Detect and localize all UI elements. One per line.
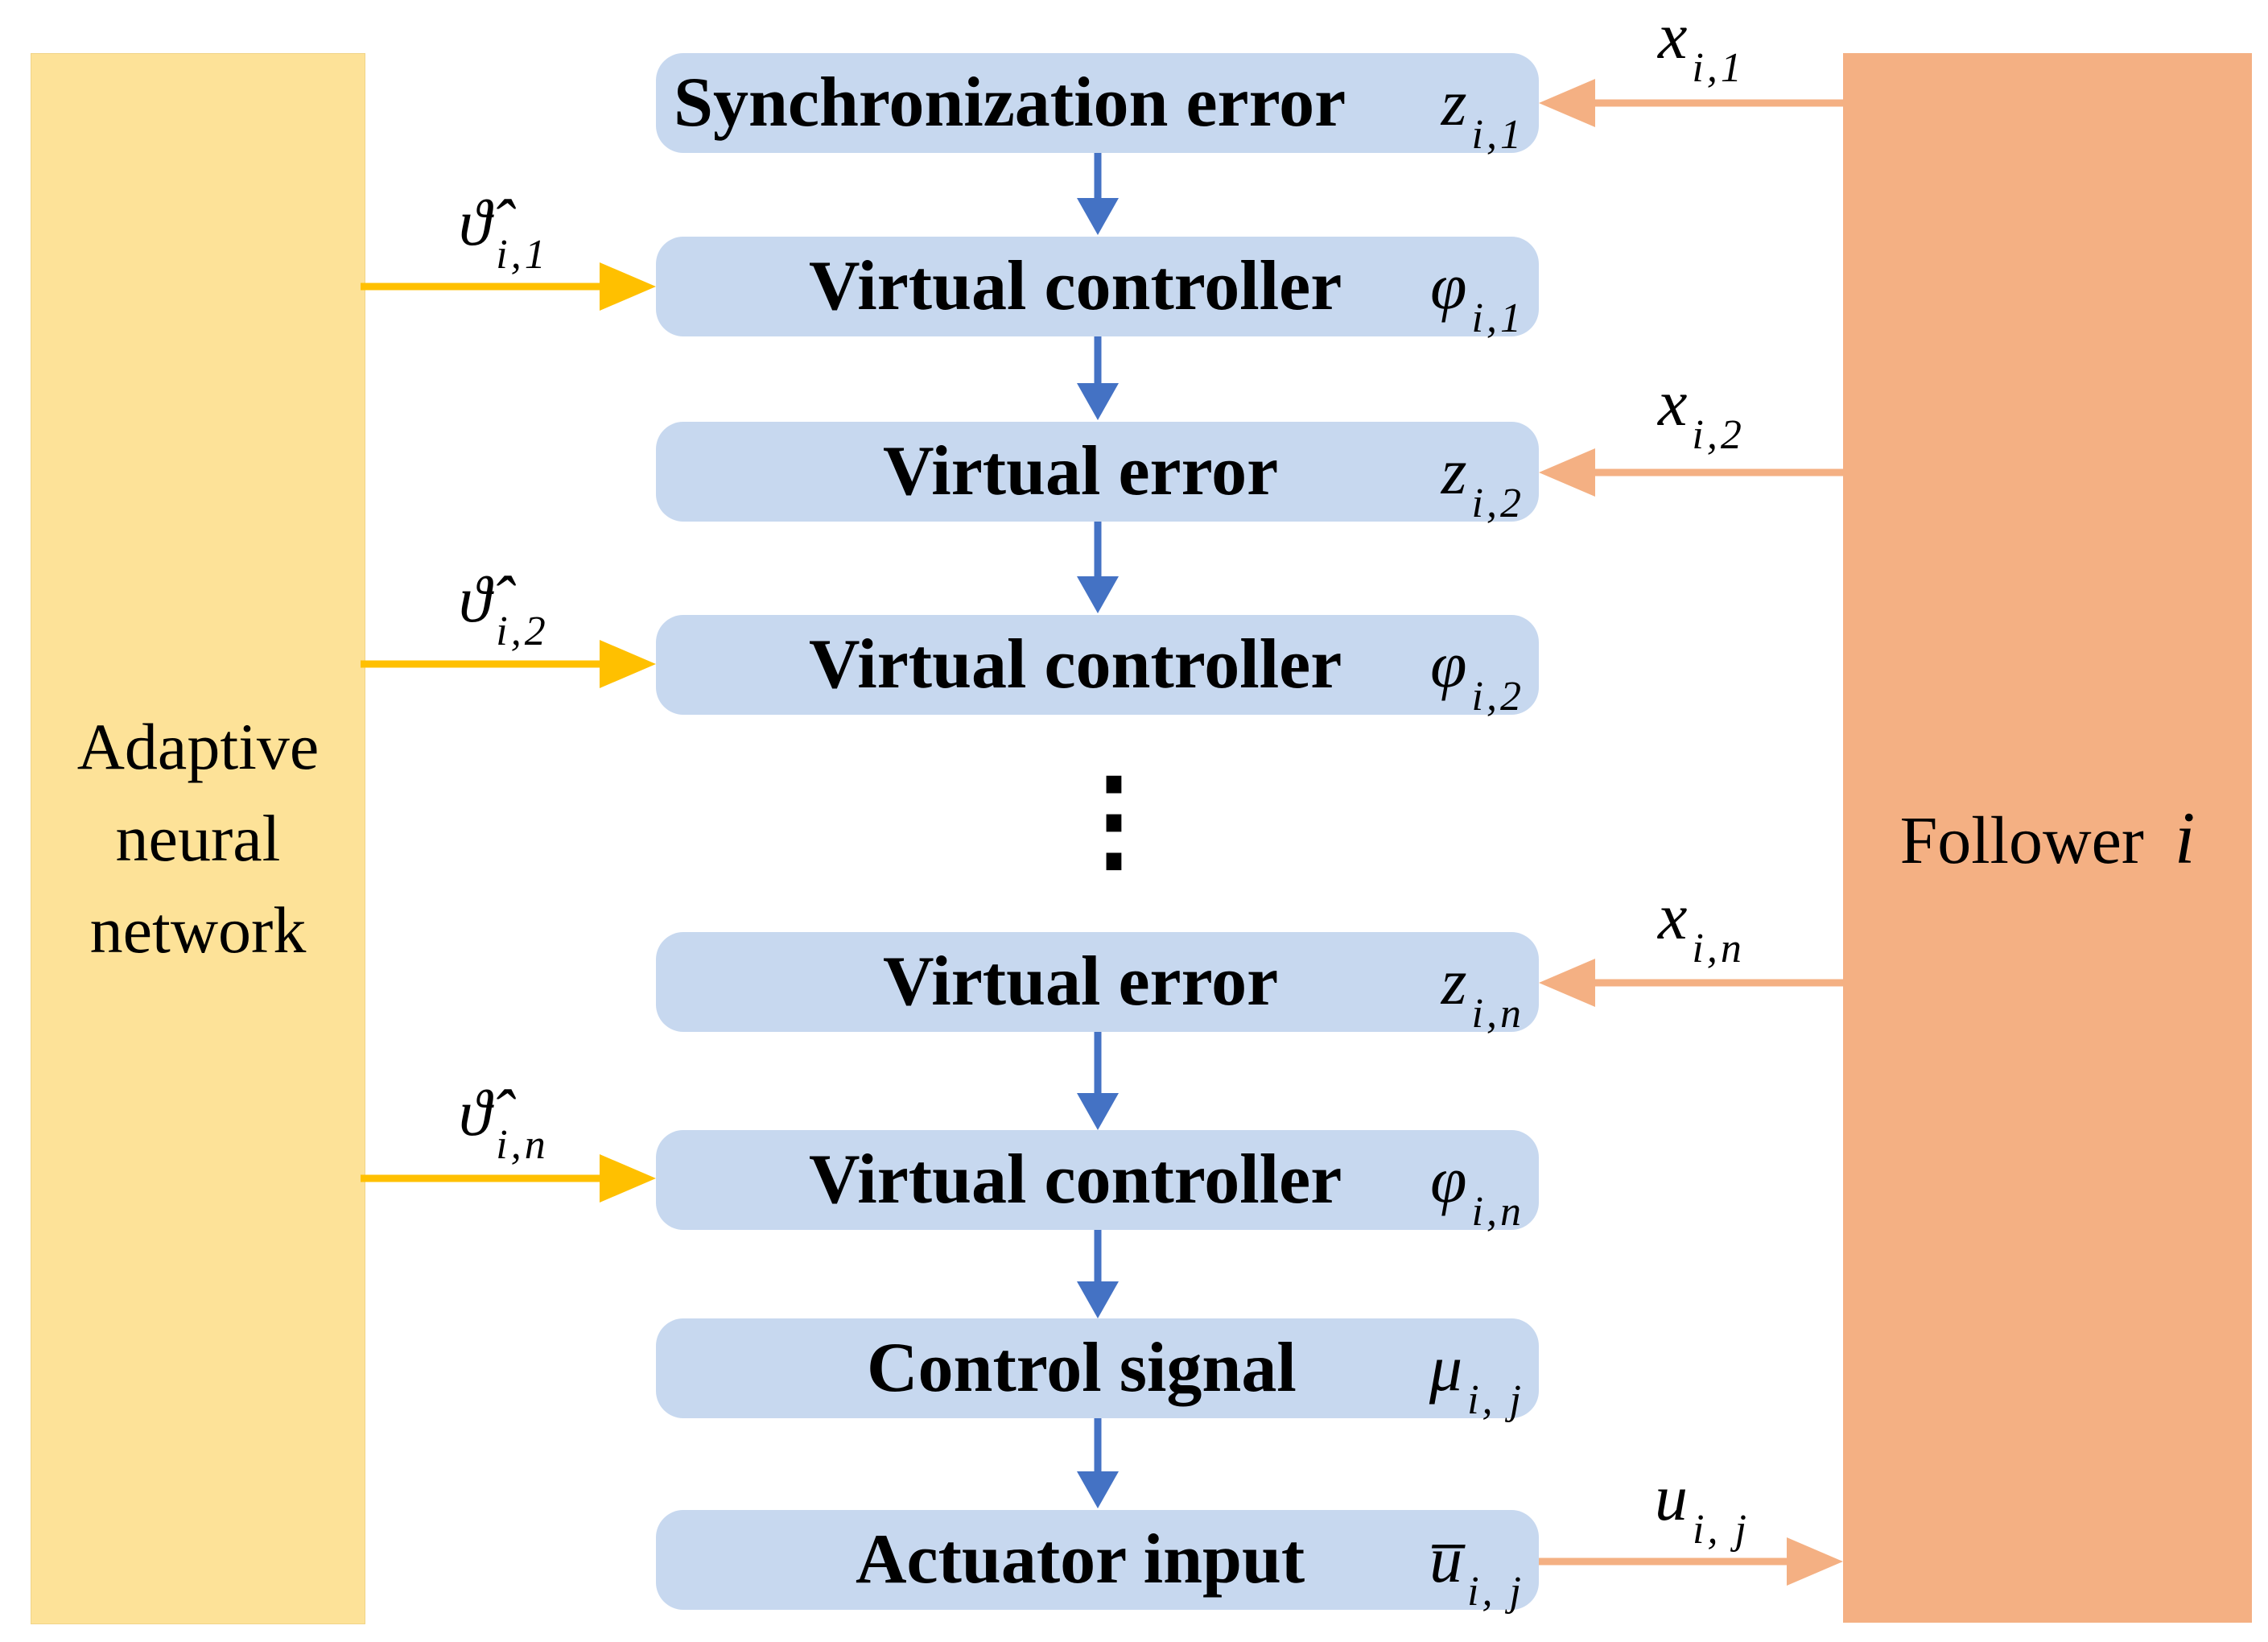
symbol-base: μ [1429,1331,1463,1405]
signal-base: ϑ̂ [459,563,492,636]
signal-subscript: i,n [1692,925,1745,972]
block-label: Synchronization error [674,64,1346,142]
flow-arrow-5 [1077,1230,1119,1318]
signal-base: ϑ̂ [459,1076,492,1149]
signal-subscript: i, j [1693,1506,1750,1553]
block-label: Virtual controller [809,625,1342,703]
symbol-base: z [1441,945,1467,1018]
symbol-base: z [1441,435,1467,508]
signal-subscript: i,n [496,1121,549,1168]
signal-subscript: i,2 [496,608,549,654]
symbol-subscript: i,1 [1471,295,1524,341]
symbol-base: z [1441,66,1467,139]
signal-base: x [1658,0,1688,72]
state-arrow-2 [1539,448,1843,497]
flow-arrow-3 [1077,522,1119,613]
signal-base: x [1658,880,1688,953]
adaptive-neural-network-panel: Adaptive neural network [31,53,365,1624]
nn-arrow-3 [361,1154,656,1203]
nn-title-line-1: Adaptive [76,710,320,783]
symbol-subscript: i,n [1471,990,1524,1037]
nn-arrow-2 [361,640,656,688]
block-label: Virtual controller [809,247,1342,325]
signal-subscript: i,1 [496,231,549,278]
block-label: Virtual controller [809,1141,1342,1219]
symbol-base: φ [1430,1143,1467,1216]
nn-title-line-3: network [89,893,307,967]
flow-arrows [1077,153,1119,1508]
symbol-base: u̅ [1429,1523,1463,1596]
signal-base: ϑ̂ [459,186,492,259]
symbol-subscript: i,1 [1471,111,1524,158]
symbol-subscript: i,2 [1471,480,1524,526]
symbol-base: φ [1430,628,1467,701]
nn-signal-label-2: ϑ̂i,2 [459,563,549,668]
block-actuator-input: Actuator input u̅i, j [656,1510,1539,1615]
flow-arrow-4 [1077,1032,1119,1130]
nn-title-line-2: neural [115,802,281,875]
flow-arrow-1 [1077,153,1119,235]
symbol-subscript: i,n [1471,1188,1524,1235]
flow-arrow-2 [1077,336,1119,420]
block-label: Virtual error [883,432,1279,510]
nn-panel-title: Adaptive neural network [77,701,320,976]
follower-title-text: Follower [1899,803,2144,878]
nn-arrow-1 [361,262,656,311]
follower-panel-title: Follower i [1900,795,2196,881]
nn-arrows [361,262,656,1203]
flow-arrow-6 [1077,1418,1119,1508]
signal-subscript: i,1 [1692,44,1745,91]
follower-panel: Follower i [1843,53,2252,1623]
symbol-subscript: i, j [1467,1376,1524,1423]
symbol-subscript: i, j [1467,1568,1524,1615]
signal-base: u [1655,1461,1688,1534]
state-arrow-3 [1539,959,1843,1007]
signal-subscript: i,2 [1692,411,1745,458]
symbol-subscript: i,2 [1471,673,1524,720]
block-label: Actuator input [856,1520,1305,1599]
nn-signal-label-1: ϑ̂i,1 [459,187,549,291]
symbol-base: φ [1430,250,1467,323]
output-arrow [1539,1537,1843,1586]
follower-index-symbol: i [2174,797,2196,879]
block-label: Control signal [867,1329,1297,1407]
signal-base: x [1658,366,1688,439]
nn-signal-label-3: ϑ̂i,n [459,1077,549,1182]
state-arrow-1 [1539,79,1843,127]
follower-arrows [1539,79,1843,1586]
block-symbol: u̅i, j [1429,1510,1524,1615]
vertical-ellipsis: ⋮ [1058,758,1170,883]
block-label: Virtual error [883,943,1279,1021]
